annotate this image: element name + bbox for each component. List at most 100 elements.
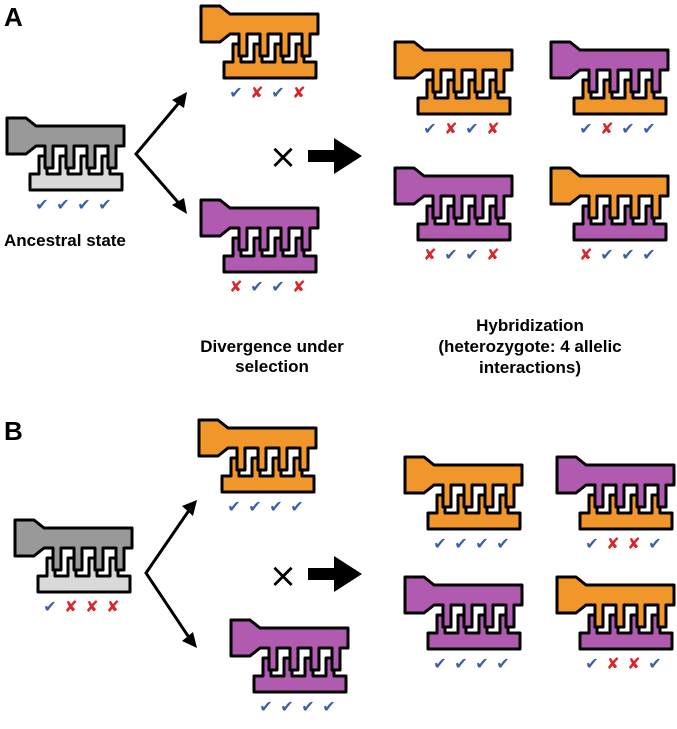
cross-mark: ✘ (579, 245, 592, 264)
diverged-purple-molecule-b: ✔✔✔✔ (229, 618, 350, 716)
cross-mark: ✘ (600, 119, 613, 138)
interaction-marks: ✔ ✘ ✔ ✘ (229, 83, 305, 102)
check-mark: ✔ (271, 83, 284, 102)
interaction-marks: ✔✘✘✔ (585, 654, 661, 673)
ancestral-molecule-b: ✔✘✘✘ (13, 518, 134, 616)
interaction-marks: ✔ ✘ ✔ ✘ (423, 119, 499, 138)
check-mark: ✔ (301, 697, 314, 716)
hybridization-label-line-2: (heterozygote: 4 allelic (438, 337, 621, 356)
interaction-marks: ✔ ✔ ✔ ✔ (433, 654, 509, 673)
hybridization-arrow-a (308, 138, 362, 174)
top-subunit (549, 166, 670, 220)
top-subunit (13, 518, 134, 572)
check-mark: ✔ (454, 654, 467, 673)
diverged-purple-molecule-a: ✘✔✔✘ (199, 198, 320, 296)
diverged-orange-molecule-b: ✔✔✔✔ (197, 418, 318, 516)
interaction-marks: ✘✔✔✘ (229, 277, 305, 296)
top-subunit (197, 418, 318, 472)
check-mark: ✔ (600, 245, 613, 264)
check-mark: ✔ (280, 697, 293, 716)
panel-a-letter: A (4, 2, 23, 32)
interaction-marks: ✔ ✔ ✔ ✔ (433, 534, 509, 553)
hybridization-arrow-b (308, 556, 362, 592)
arrowhead-down-b (182, 632, 197, 648)
cross-symbol-a: × (269, 137, 298, 177)
top-subunit (549, 40, 670, 94)
cross-symbol-b: × (269, 556, 298, 596)
check-mark: ✔ (227, 497, 240, 516)
cross-mark: ✘ (85, 597, 98, 616)
top-subunit (199, 4, 320, 58)
cross-mark: ✘ (292, 83, 305, 102)
check-mark: ✔ (423, 119, 436, 138)
top-subunit (403, 455, 524, 509)
interaction-marks: ✔✔✔✔ (259, 697, 335, 716)
hybridization-label-line-3: interactions) (479, 358, 581, 377)
hybrid-molecule-a-3: ✘✔✔✘ (393, 166, 514, 264)
check-mark: ✔ (98, 195, 111, 214)
check-mark: ✔ (465, 245, 478, 264)
hybrid-molecule-a-4: ✘ ✔ ✔ ✔ (549, 166, 670, 264)
hybrid-molecule-b-4: ✔✘✘✔ (555, 575, 676, 673)
divergence-label-line-2: selection (235, 357, 309, 376)
check-mark: ✔ (621, 245, 634, 264)
hybrid-molecule-b-1: ✔ ✔ ✔ ✔ (403, 455, 524, 553)
interaction-marks: ✘✔✔✘ (423, 245, 499, 264)
top-subunit (229, 618, 350, 672)
cross-mark: ✘ (229, 277, 242, 296)
panel-b-letter: B (4, 416, 23, 446)
arrowhead-up-b (182, 500, 197, 516)
check-mark: ✔ (642, 119, 655, 138)
top-subunit (393, 40, 514, 94)
cross-mark: ✘ (444, 119, 457, 138)
arrowhead-down-a (172, 198, 187, 214)
ancestral-state-label: Ancestral state (4, 231, 126, 250)
interaction-marks: ✔✘✘✘ (43, 597, 119, 616)
cross-mark: ✘ (106, 597, 119, 616)
cross-mark: ✘ (423, 245, 436, 264)
interaction-marks: ✔✔✔✔ (227, 497, 303, 516)
top-subunit (555, 455, 676, 509)
check-mark: ✔ (642, 245, 655, 264)
top-subunit (393, 166, 514, 220)
top-subunit (403, 575, 524, 629)
check-mark: ✔ (585, 654, 598, 673)
interaction-marks: ✘ ✔ ✔ ✔ (579, 245, 655, 264)
molecules-layer: ✔✔✔✔✔✘✔✘✘✔✔✘✔✘✔✘✔✘✔✔✘✔✔✘✘✔✔✔✔✘✘✘✔✔✔✔✔✔✔✔… (5, 4, 676, 716)
check-mark: ✔ (475, 654, 488, 673)
interaction-marks: ✔✔✔✔ (35, 195, 111, 214)
arrowhead-up-a (172, 92, 187, 108)
check-mark: ✔ (621, 119, 634, 138)
interaction-marks: ✔✘✘✔ (585, 534, 661, 553)
check-mark: ✔ (229, 83, 242, 102)
hybridization-label-line-1: Hybridization (476, 316, 584, 335)
cross-mark: ✘ (627, 654, 640, 673)
check-mark: ✔ (496, 534, 509, 553)
diverged-orange-molecule-a: ✔ ✘ ✔ ✘ (199, 4, 320, 102)
cross-mark: ✘ (64, 597, 77, 616)
check-mark: ✔ (77, 195, 90, 214)
check-mark: ✔ (269, 497, 282, 516)
check-mark: ✔ (56, 195, 69, 214)
check-mark: ✔ (465, 119, 478, 138)
cross-mark: ✘ (627, 534, 640, 553)
cross-mark: ✘ (606, 534, 619, 553)
divergence-arrows-a (134, 92, 187, 214)
top-subunit (5, 116, 126, 170)
check-mark: ✔ (579, 119, 592, 138)
cross-mark: ✘ (486, 119, 499, 138)
check-mark: ✔ (322, 697, 335, 716)
hybrid-molecule-a-1: ✔ ✘ ✔ ✘ (393, 40, 514, 138)
cross-mark: ✘ (250, 83, 263, 102)
check-mark: ✔ (433, 534, 446, 553)
cross-mark: ✘ (486, 245, 499, 264)
check-mark: ✔ (475, 534, 488, 553)
interaction-marks: ✔ ✘ ✔ ✔ (579, 119, 655, 138)
top-subunit (555, 575, 676, 629)
divergence-arrows-b (144, 500, 197, 648)
check-mark: ✔ (250, 277, 263, 296)
check-mark: ✔ (496, 654, 509, 673)
check-mark: ✔ (433, 654, 446, 673)
check-mark: ✔ (454, 534, 467, 553)
